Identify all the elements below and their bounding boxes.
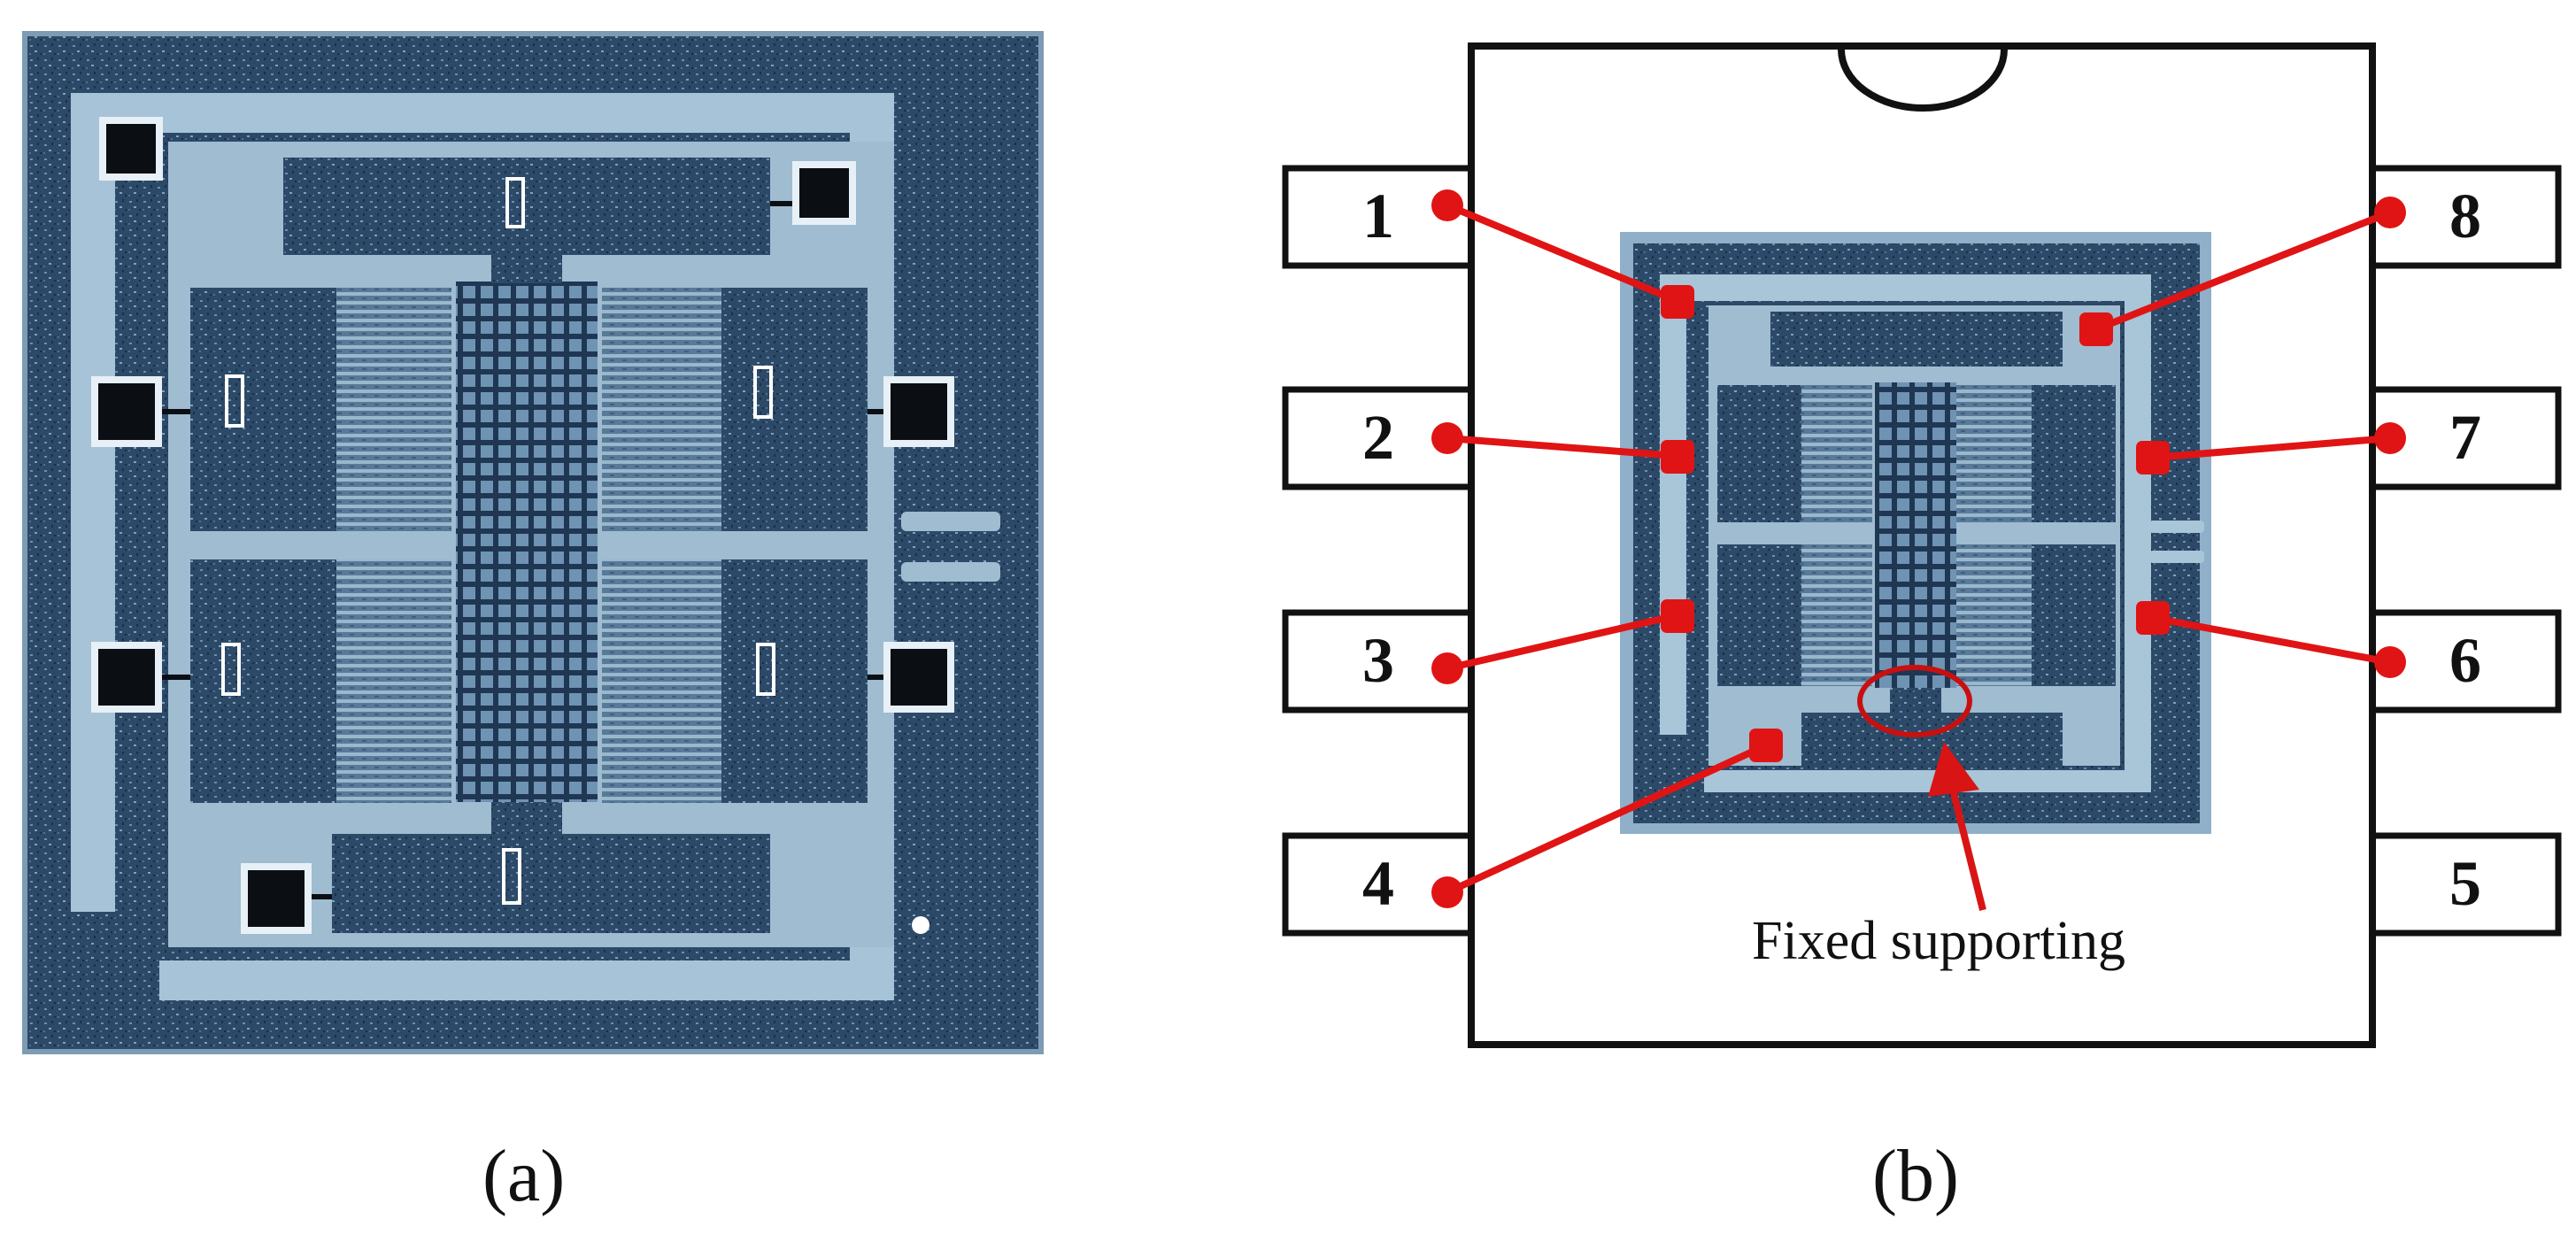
comb-left-upper <box>336 288 451 531</box>
marker-rect <box>502 848 521 905</box>
align-bar <box>901 512 1000 531</box>
right-lower-electrode <box>721 559 868 803</box>
pin-number-1: 1 <box>1362 181 1394 251</box>
pin-bond-point <box>2374 197 2406 228</box>
proof-mass <box>456 282 598 802</box>
mass-anchor-top <box>491 255 562 283</box>
bond-points <box>1431 189 2406 908</box>
debris-spot <box>912 916 929 934</box>
chip-edge <box>22 31 1044 1054</box>
pin-bond-point <box>2374 422 2406 454</box>
mass-anchor-bottom <box>491 802 562 834</box>
package-diagram: 1 2 3 4 8 7 6 5 Fixed supporting <box>1282 42 2562 1048</box>
wire-bond-4 <box>1444 742 1770 896</box>
pin-number-3: 3 <box>1362 625 1394 696</box>
panel-label-a: (a) <box>482 1135 566 1217</box>
die-bond-point <box>1661 440 1694 474</box>
align-bar <box>901 562 1000 582</box>
wire-bond-3 <box>1444 612 1681 672</box>
pin-number-6: 6 <box>2449 625 2481 696</box>
pin-number-2: 2 <box>1362 402 1394 473</box>
top-electrode <box>283 158 770 255</box>
comb-left-lower <box>336 559 451 803</box>
left-lower-electrode <box>190 559 336 803</box>
bond-pad <box>891 649 947 706</box>
wire-bond-2 <box>1444 435 1681 459</box>
pin1-notch <box>1838 49 2008 112</box>
comb-right-lower <box>602 559 721 803</box>
bottom-electrode <box>332 834 770 933</box>
pin-bond-point <box>2374 646 2406 678</box>
pin-number-5: 5 <box>2449 848 2481 919</box>
pin-number-8: 8 <box>2449 181 2481 251</box>
bond-pad <box>891 383 947 440</box>
left-upper-electrode <box>190 288 336 531</box>
marker-rect <box>221 643 241 696</box>
die-bond-point <box>1749 729 1783 762</box>
pin-bond-point <box>1431 652 1463 684</box>
marker-rect <box>225 374 244 428</box>
panel-label-b: (b) <box>1872 1135 1959 1217</box>
marker-rects <box>221 177 775 905</box>
bond-pad <box>248 870 305 927</box>
embedded-die <box>1620 232 2211 834</box>
fixed-support-arrow-shaft <box>1949 789 1986 911</box>
wire-bonds <box>1444 202 2394 896</box>
marker-rect <box>756 643 775 696</box>
bond-pad <box>799 168 849 218</box>
marker-rect <box>505 177 525 228</box>
right-upper-electrode <box>721 288 868 531</box>
die-bond-point <box>1661 285 1694 319</box>
wire-bond-6 <box>2149 614 2394 666</box>
pin-number-7: 7 <box>2449 402 2481 473</box>
fixed-support-arrow-head <box>1928 742 1979 797</box>
wire-bond-8 <box>2093 209 2394 333</box>
pin-bond-point <box>1431 422 1463 454</box>
pin-bond-point <box>1431 189 1463 221</box>
bond-pad <box>98 383 155 440</box>
die-bottom-electrode <box>1801 713 2063 768</box>
chip-photo-a <box>22 31 1044 1054</box>
die-bond-point <box>2136 601 2170 635</box>
die-bond-point <box>2079 312 2113 346</box>
fixed-supporting-label: Fixed supporting <box>1752 911 2125 971</box>
bond-pads <box>91 117 954 934</box>
wire-bond-1 <box>1444 202 1681 305</box>
pin-number-4: 4 <box>1362 848 1394 919</box>
bond-pad <box>98 649 155 706</box>
fixed-support-highlight <box>1857 665 1972 737</box>
wire-bond-7 <box>2149 435 2394 461</box>
die-top-electrode <box>1770 312 2063 366</box>
die-bond-point <box>1661 599 1694 633</box>
comb-right-upper <box>602 288 721 531</box>
pin-tab-5 <box>2369 832 2562 937</box>
bond-pad <box>106 124 156 174</box>
die-proof-mass <box>1875 382 1956 688</box>
pad-traces <box>162 201 883 899</box>
marker-rect <box>753 366 773 419</box>
die-bond-point <box>2136 441 2170 474</box>
pin-bond-point <box>1431 876 1463 908</box>
